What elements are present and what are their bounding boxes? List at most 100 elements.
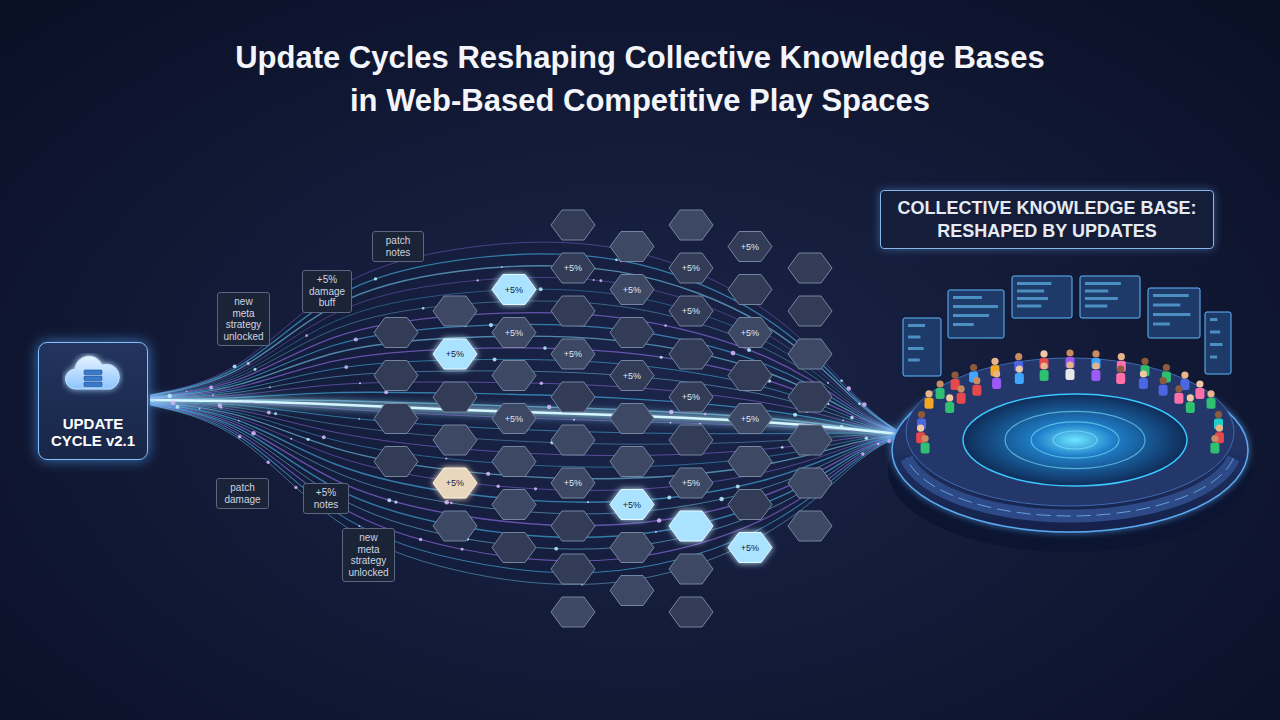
spectator-head — [946, 394, 953, 401]
hex-value: +5% — [435, 477, 475, 489]
hex-cell — [610, 447, 654, 477]
spectator-head — [993, 370, 1000, 377]
stream-particle — [593, 279, 595, 281]
spectator-head — [1118, 353, 1125, 360]
hex-cell — [610, 533, 654, 563]
stream-particle — [850, 416, 854, 420]
stream-particle — [306, 438, 309, 441]
stream-line — [150, 400, 898, 434]
spectator-head — [973, 377, 980, 384]
hex-value: +5% — [730, 327, 770, 339]
stream-particle — [477, 279, 479, 281]
spectator-head — [1092, 362, 1099, 369]
stream-particle — [554, 547, 558, 551]
hex-cell — [610, 576, 654, 606]
spectator-body — [1014, 361, 1023, 372]
spectator — [1014, 353, 1023, 372]
stream-particle — [199, 408, 201, 410]
hex-cell — [788, 296, 832, 326]
hex-cell — [669, 597, 713, 627]
spectator — [1210, 435, 1219, 454]
hex-value: +5% — [494, 284, 534, 296]
screen-bar — [1017, 297, 1048, 300]
spectator-head — [1216, 425, 1223, 432]
screen-bar — [908, 347, 924, 350]
spectator — [972, 377, 981, 396]
hex-value: +5% — [730, 241, 770, 253]
hex-value: +5% — [730, 413, 770, 425]
note-tag: +5% notes — [303, 483, 349, 514]
arena-illustration — [888, 276, 1252, 552]
screen-bar — [1085, 305, 1107, 308]
screen-bar — [953, 314, 989, 317]
hex-value: +5% — [671, 262, 711, 274]
stream-particle — [887, 439, 891, 443]
note-tag: new meta strategy unlocked — [342, 528, 395, 582]
stream-particle — [358, 418, 360, 420]
server-unit — [84, 376, 102, 381]
spectator-body — [921, 443, 930, 454]
screen-frame — [903, 318, 941, 376]
spectator — [1186, 394, 1195, 413]
hex-cell — [728, 232, 772, 262]
spectator-head — [1175, 385, 1182, 392]
node-label: +5% damage buff — [307, 274, 347, 309]
hex-cell — [433, 339, 477, 369]
stream-particle — [422, 307, 425, 310]
screen-panel — [903, 318, 941, 376]
hex-cell — [551, 511, 595, 541]
stream-line — [150, 404, 898, 549]
stream-line — [150, 336, 898, 433]
spectator-body — [1139, 378, 1148, 389]
hex-cell — [728, 275, 772, 305]
spectator-head — [1016, 366, 1023, 373]
stream-particle — [862, 402, 867, 407]
spectator — [992, 370, 1001, 389]
spectator-head — [1196, 380, 1203, 387]
spectator — [1159, 377, 1168, 396]
screen-bar — [1153, 304, 1180, 307]
hex-cell — [728, 490, 772, 520]
note-tag: +5% damage buff — [302, 270, 352, 313]
stream-particle — [266, 461, 269, 464]
stream-particle — [534, 487, 537, 490]
stream-particle — [655, 531, 657, 533]
screen-bar — [1210, 331, 1220, 334]
spectator-body — [972, 385, 981, 396]
stream-particle — [493, 357, 497, 361]
spectator-body — [1207, 398, 1216, 409]
spectator-body — [1195, 388, 1204, 399]
cloud-shape — [65, 356, 119, 389]
stream-particle — [865, 437, 869, 441]
spectator-head — [1066, 361, 1073, 368]
stream-particle — [354, 337, 358, 341]
hex-cell — [551, 554, 595, 584]
spectator-head — [1163, 364, 1170, 371]
spectator — [1207, 390, 1216, 409]
hex-cell — [669, 210, 713, 240]
stream-particle — [599, 279, 602, 282]
hex-cell — [788, 468, 832, 498]
screen-bar — [953, 296, 982, 299]
stream-particle — [664, 324, 667, 327]
spectator-head — [1140, 370, 1147, 377]
stream-particle — [670, 422, 672, 424]
stream-line — [150, 400, 898, 434]
data-streams — [150, 242, 898, 585]
stream-particle — [267, 411, 271, 415]
node-label: COLLECTIVE KNOWLEDGE BASE: RESHAPED BY U… — [891, 197, 1203, 242]
stream-particle — [238, 435, 242, 439]
hex-cell — [788, 425, 832, 455]
stream-core — [150, 400, 898, 434]
spectator-body — [1066, 369, 1075, 380]
hex-cell — [728, 361, 772, 391]
hex-value: +5% — [435, 348, 475, 360]
source-box: UPDATE CYCLE v2.1 — [38, 342, 148, 460]
stream-particle — [573, 419, 575, 421]
stream-particle — [238, 420, 240, 422]
hex-cell — [433, 382, 477, 412]
hex-cell — [433, 511, 477, 541]
hex-cell — [374, 318, 418, 348]
screen-bar — [908, 324, 925, 327]
